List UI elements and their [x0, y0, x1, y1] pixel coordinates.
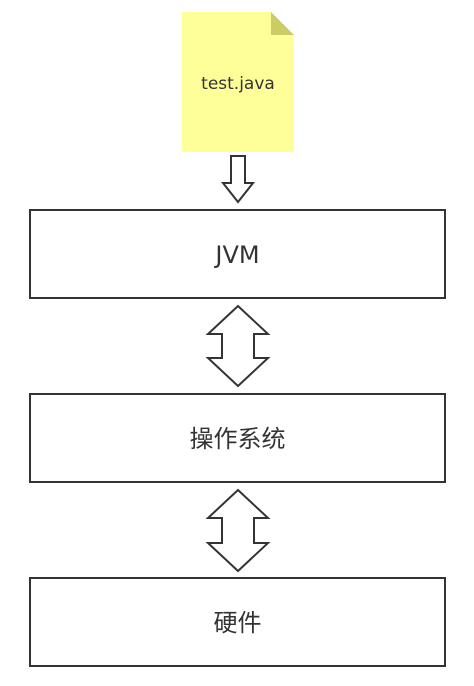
arrow-os-hardware [205, 488, 271, 573]
file-note-shape [182, 12, 294, 152]
os-label: 操作系统 [190, 425, 286, 453]
jvm-box: JVM [29, 209, 446, 299]
file-note-label: test.java [201, 74, 275, 94]
hardware-box-frame [29, 577, 446, 667]
arrow-file-to-jvm [220, 155, 256, 204]
os-box-frame [29, 393, 446, 483]
hardware-label: 硬件 [214, 609, 262, 637]
file-note-fold [271, 12, 294, 35]
hardware-box: 硬件 [29, 577, 446, 667]
os-box: 操作系统 [29, 393, 446, 483]
file-note: test.java [182, 12, 294, 152]
arrow-jvm-os [205, 304, 271, 388]
jvm-label: JVM [213, 241, 259, 269]
jvm-box-frame [29, 209, 446, 299]
